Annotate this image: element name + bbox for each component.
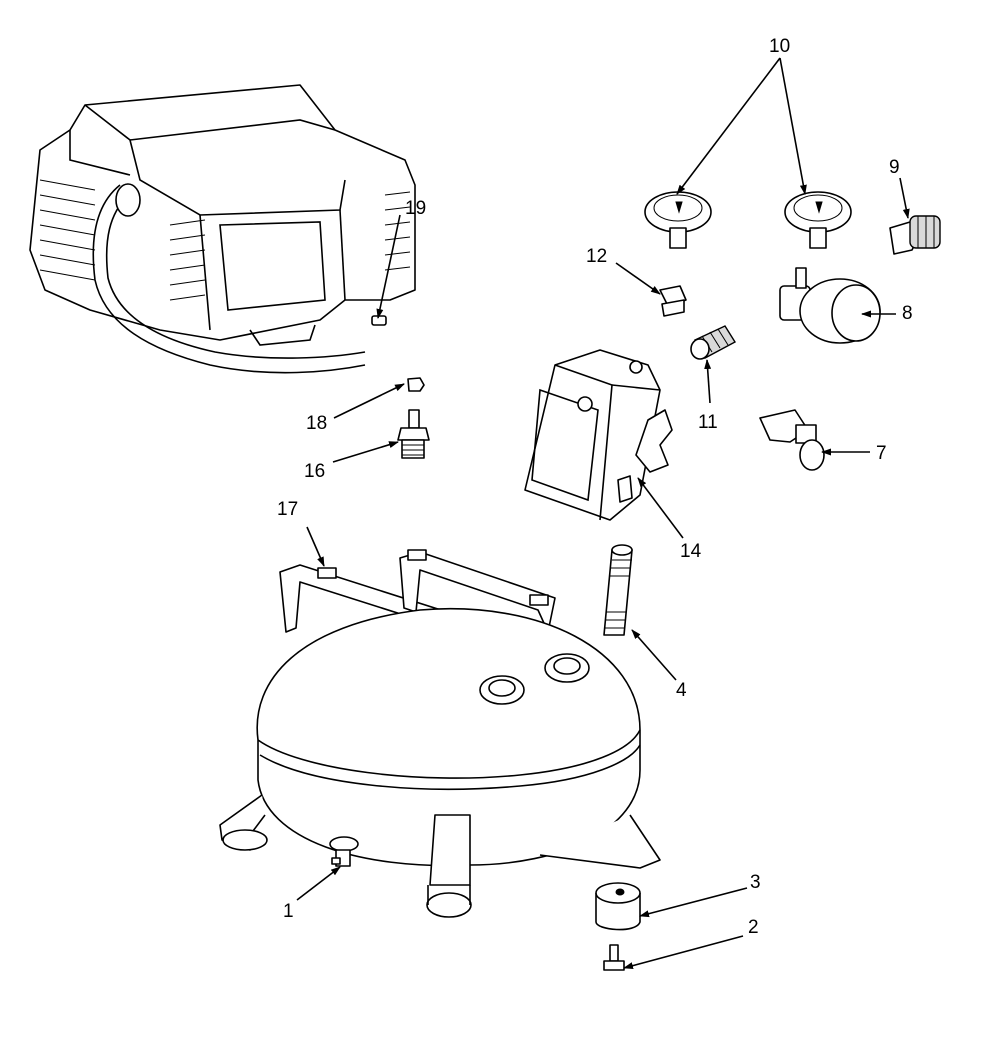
vent-slots-center: [169, 219, 206, 301]
callout-19: 19: [405, 198, 426, 219]
callout-10: 10: [769, 36, 790, 57]
part-2-bolt: [603, 944, 625, 971]
callout-17: 17: [277, 499, 298, 520]
callout-2: 2: [748, 917, 759, 938]
callout-labels: 10 9 19 12 8 11 18 16 7 17 14 4 3 1 2: [277, 36, 913, 938]
part-8-regulator: [779, 267, 881, 344]
callout-9: 9: [889, 157, 900, 178]
callout-8: 8: [902, 303, 913, 324]
part-10-gauge-right: [784, 191, 852, 249]
callout-1: 1: [283, 901, 294, 922]
callout-3: 3: [750, 872, 761, 893]
callout-18: 18: [306, 413, 327, 434]
callout-7: 7: [876, 443, 887, 464]
part-19-clip: [371, 315, 387, 326]
air-tank: [219, 549, 661, 918]
leader-lines: [296, 57, 910, 970]
part-16-fitting: [397, 409, 430, 459]
part-3-rubber-foot: [595, 882, 641, 931]
part-4-pipe-nipple: [603, 544, 633, 636]
part-18-nut: [407, 377, 425, 392]
callout-4: 4: [676, 680, 687, 701]
part-10-gauge-left: [644, 191, 712, 249]
part-14-pressure-switch: [524, 349, 673, 521]
part-9-connector: [889, 215, 941, 255]
part-12-bushing: [659, 285, 687, 317]
callout-12: 12: [586, 246, 607, 267]
callout-14: 14: [680, 541, 702, 562]
part-7-safety-valve: [759, 409, 825, 471]
part-1-drain-valve: [329, 836, 359, 867]
vent-slots-left: [39, 179, 96, 281]
part-11-nipple: [690, 325, 736, 360]
callout-16: 16: [304, 461, 325, 482]
motor-shroud: [29, 84, 416, 374]
callout-11: 11: [698, 412, 718, 433]
